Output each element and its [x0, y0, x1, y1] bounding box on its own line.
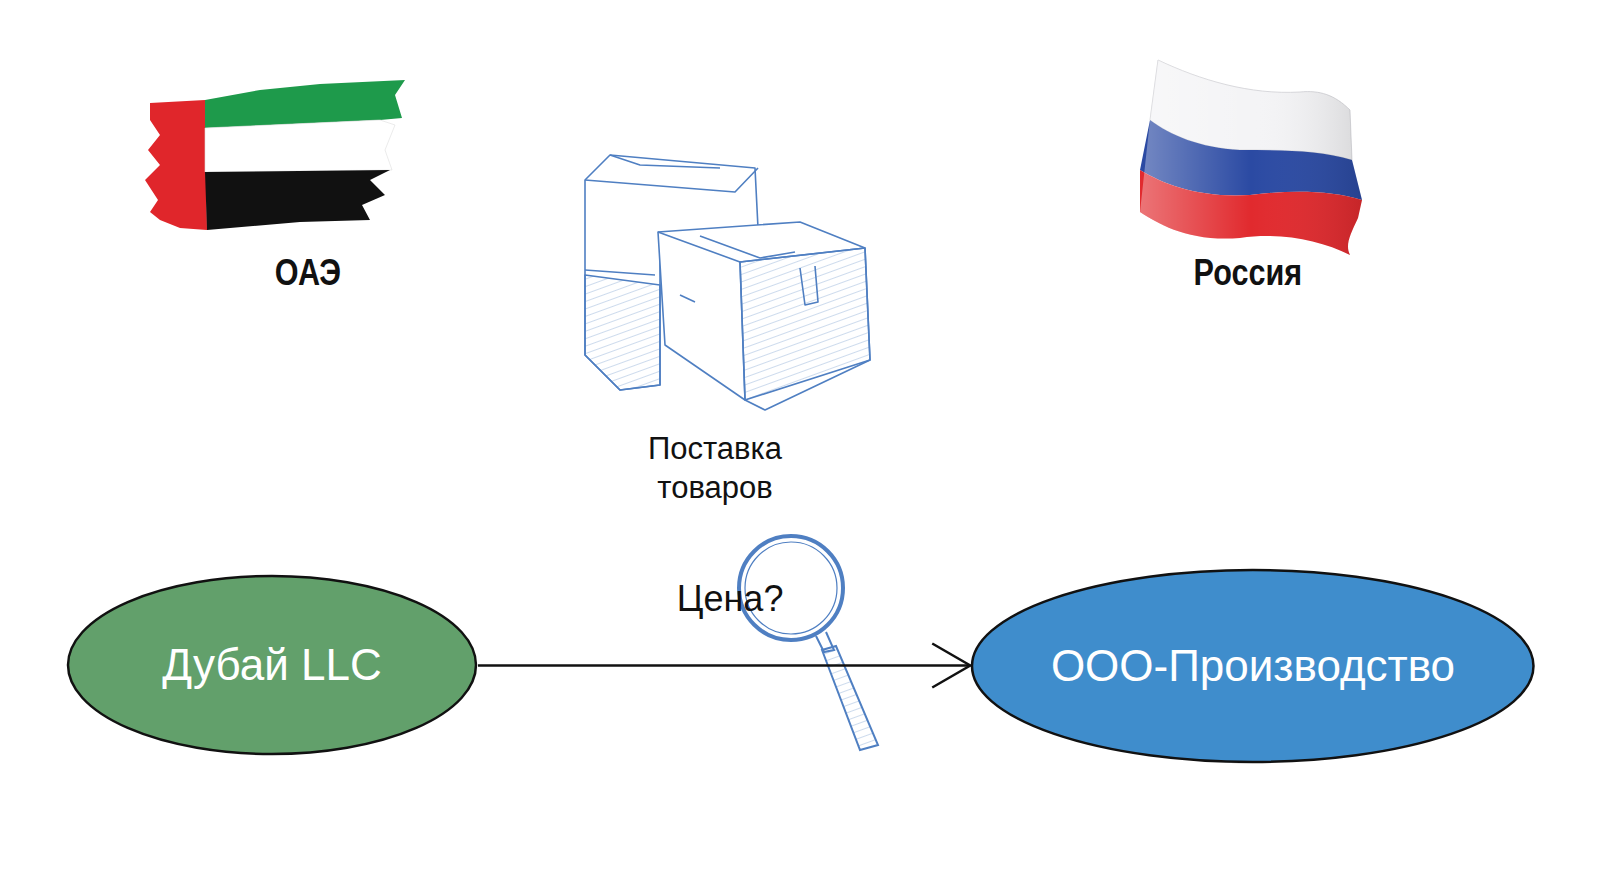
company-ellipse: ООО-Производство — [970, 568, 1535, 764]
country-name: ОАЭ — [275, 252, 341, 294]
node-text: ООО-Производство — [1051, 641, 1455, 691]
node-text: Дубай LLC — [162, 640, 381, 690]
flow-note: Поставка товаров — [625, 430, 805, 508]
russia-flag — [1140, 60, 1362, 255]
flow-arrow — [478, 644, 970, 688]
uae-flag — [145, 80, 405, 230]
edge-label: Цена? — [675, 578, 786, 620]
country-name: Россия — [1193, 252, 1302, 294]
magnifier — [739, 536, 878, 750]
company-ellipse: Дубай LLC — [66, 574, 478, 756]
boxes-sketch — [585, 155, 870, 410]
